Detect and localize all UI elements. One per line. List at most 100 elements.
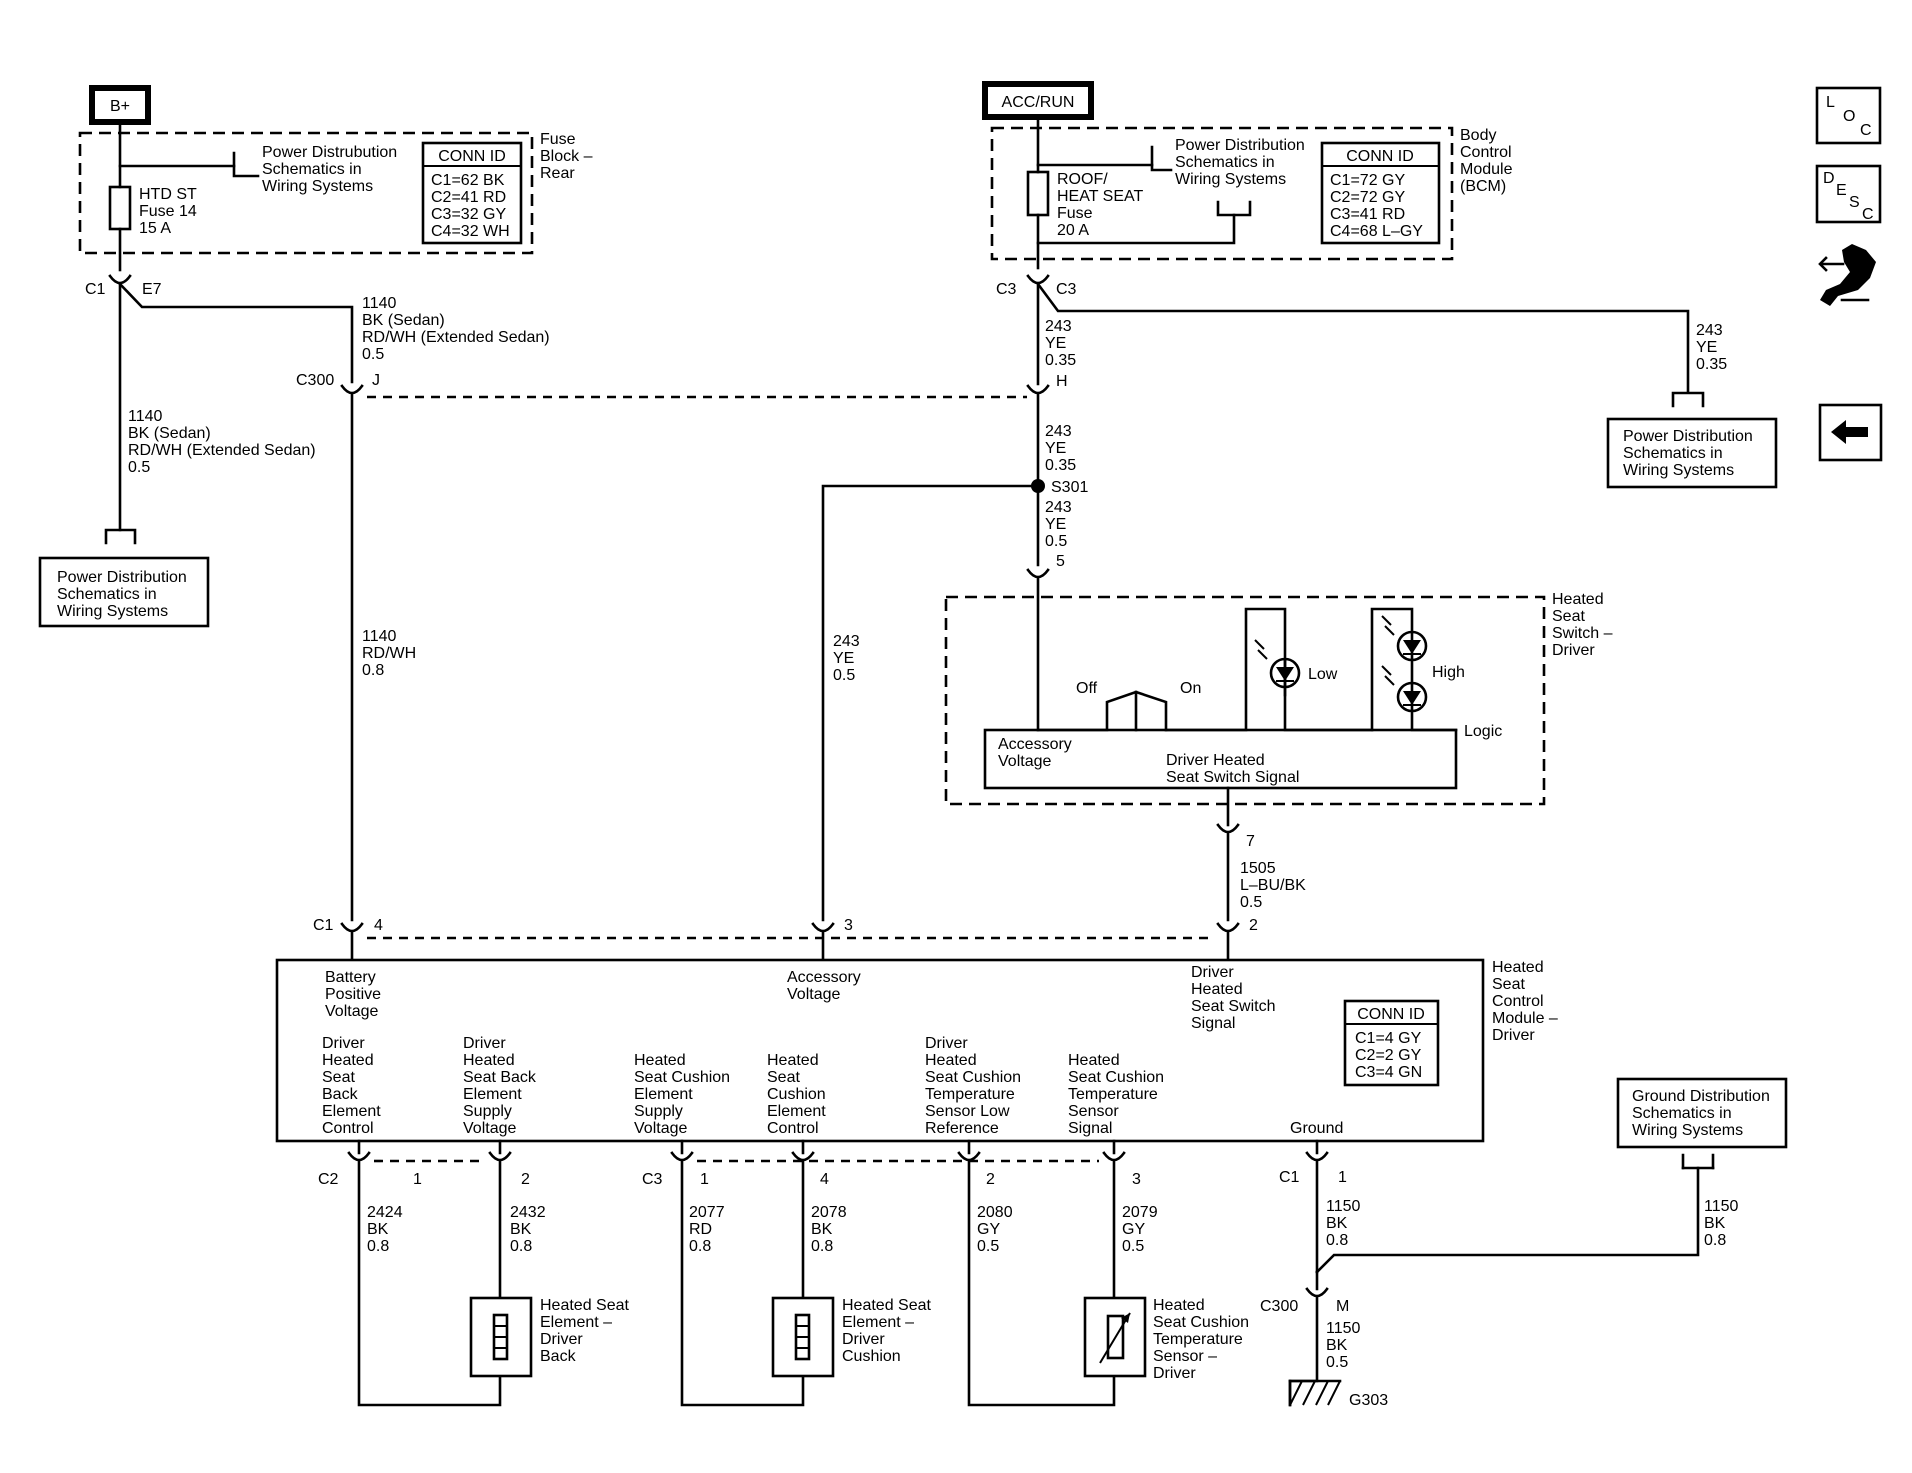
wire-243-b: 243 YE 0.35 xyxy=(1045,423,1076,474)
c3-pin-3-label: 3 xyxy=(1132,1171,1141,1188)
bcm-conn-id: CONN ID C1=72 GY C2=72 GY C3=41 RD C4=68… xyxy=(1320,141,1441,245)
power-distribution-ref-left[interactable]: Power Distribution Schematics in Wiring … xyxy=(38,556,210,628)
svg-text:Ground Distribution Sche: Ground Distribution Schematics in Wiring… xyxy=(1632,1088,1774,1139)
c3-label: C3 xyxy=(642,1171,663,1188)
j-label: J xyxy=(372,372,380,389)
svg-text:C1=62 BK C2=41 RD: C1=62 BK C2=41 RD C3=32 GY C4=32 WH xyxy=(431,172,511,240)
svg-text:CONN ID: CONN ID xyxy=(1357,1006,1425,1023)
high-indicator-icon-2 xyxy=(1396,681,1428,713)
c1-ground-pin-1-label: 1 xyxy=(1338,1169,1347,1186)
pin-2-top-label: 2 xyxy=(1249,917,1258,934)
module-back-supply: Driver Heated Seat Back Element Supply V… xyxy=(463,1035,540,1137)
b-plus-source: B+ xyxy=(89,85,151,125)
pin-4-label: 4 xyxy=(374,917,383,934)
c300-bottom-label: C300 xyxy=(1260,1298,1298,1315)
wire-243-right: 243 YE 0.35 xyxy=(1696,322,1727,373)
desc-icon[interactable]: D E S C xyxy=(1815,164,1882,224)
switch-logic-label: Logic xyxy=(1464,723,1502,740)
fuse-block-ref-text: Power Distrubution Schematics in Wiring … xyxy=(262,144,402,195)
wire-2080: 2080 GY 0.5 xyxy=(977,1204,1017,1255)
wire-1150-b: 1150 BK 0.8 xyxy=(1704,1198,1743,1249)
wire-1150-c: 1150 BK 0.5 xyxy=(1326,1320,1365,1371)
module-battery-voltage: Battery Positive Voltage xyxy=(325,969,385,1020)
switch-acc-voltage: Accessory Voltage xyxy=(998,736,1076,770)
c3-right-label: C3 xyxy=(1056,281,1077,298)
module-switch-signal: Driver Heated Seat Switch Signal xyxy=(1191,964,1280,1032)
ground-distribution-ref[interactable]: Ground Distribution Schematics in Wiring… xyxy=(1616,1077,1788,1149)
bcm-title: Body Control Module (BCM) xyxy=(1460,127,1517,195)
c3-pin-4-label: 4 xyxy=(820,1171,829,1188)
switch-high-label: High xyxy=(1432,664,1465,681)
module-accessory-voltage: Accessory Voltage xyxy=(787,969,865,1003)
seat-cushion-temperature-sensor: Heated Seat Cushion Temperature Sensor –… xyxy=(1083,1296,1254,1382)
loc-icon[interactable]: L O C xyxy=(1815,86,1882,145)
svg-text:O: O xyxy=(1843,108,1855,125)
heated-seat-element-back: Heated Seat Element – Driver Back xyxy=(469,1296,633,1378)
g303-label: G303 xyxy=(1349,1392,1388,1409)
e7-label: E7 xyxy=(142,281,162,298)
roof-heat-seat-fuse xyxy=(1026,170,1050,217)
wire-2432: 2432 BK 0.8 xyxy=(510,1204,550,1255)
svg-text:E: E xyxy=(1836,182,1847,199)
high-indicator-icon-1 xyxy=(1396,630,1428,662)
c1-label: C1 xyxy=(85,281,106,298)
back-arrow-icon[interactable] xyxy=(1818,403,1883,462)
module-temp-signal: Heated Seat Cushion Temperature Sensor S… xyxy=(1068,1052,1169,1137)
svg-text:Heated Seat Cushion: Heated Seat Cushion Temperature Sensor –… xyxy=(1153,1297,1254,1382)
wire-2077: 2077 RD 0.8 xyxy=(689,1204,729,1255)
c3-pin-2-label: 2 xyxy=(986,1171,995,1188)
pin-5-label: 5 xyxy=(1056,553,1065,570)
h-label: H xyxy=(1056,373,1068,390)
svg-text:Power Distribution Schem: Power Distribution Schematics in Wiring … xyxy=(1623,428,1757,479)
svg-text:C1=72 GY C2=72 GY: C1=72 GY C2=72 GY C3=41 RD C4=68 L–GY xyxy=(1330,172,1423,240)
fuse-block-conn-id: CONN ID C1=62 BK C2=41 RD C3=32 GY C4=32… xyxy=(421,141,523,245)
acc-run-source: ACC/RUN xyxy=(982,81,1094,120)
fuse-block-rear: Fuse Block – Rear HTD ST Fuse 14 15 A Po… xyxy=(78,131,597,255)
htd-st-fuse xyxy=(108,185,132,231)
switch-off-label: Off xyxy=(1076,680,1098,697)
svg-text:CONN ID: CONN ID xyxy=(438,148,506,165)
module-cushion-supply: Heated Seat Cushion Element Supply Volta… xyxy=(634,1052,735,1137)
svg-text:Heated Seat Element –: Heated Seat Element – Driver Back xyxy=(540,1297,633,1365)
fuse-block-title: Fuse Block – Rear xyxy=(540,131,597,182)
htd-st-fuse-label: HTD ST Fuse 14 15 A xyxy=(139,186,201,237)
switch-title: Heated Seat Switch – Driver xyxy=(1552,591,1617,659)
module-ground-label: Ground xyxy=(1290,1120,1343,1137)
c1-module-label: C1 xyxy=(313,917,334,934)
wire-1150-a: 1150 BK 0.8 xyxy=(1326,1198,1365,1249)
body-control-module: Body Control Module (BCM) ROOF/ HEAT SEA… xyxy=(990,126,1517,261)
module-title: Heated Seat Control Module – Driver xyxy=(1492,959,1562,1044)
svg-text:L: L xyxy=(1826,94,1835,111)
svg-text:C: C xyxy=(1860,122,1872,139)
power-distribution-ref-right[interactable]: Power Distribution Schematics in Wiring … xyxy=(1606,417,1778,489)
pin-3-label: 3 xyxy=(844,917,853,934)
switch-on-label: On xyxy=(1180,680,1201,697)
module-back-control: Driver Heated Seat Back Element Control xyxy=(322,1035,385,1137)
svg-text:Heated Seat Element –: Heated Seat Element – Driver Cushion xyxy=(842,1297,935,1365)
wire-2078: 2078 BK 0.8 xyxy=(811,1204,851,1255)
acc-run-label: ACC/RUN xyxy=(1002,94,1075,111)
wire-1140-left: 1140 BK (Sedan) RD/WH (Extended Sedan) 0… xyxy=(128,408,320,476)
wire-243-a: 243 YE 0.35 xyxy=(1045,318,1076,369)
svg-text:CONN ID: CONN ID xyxy=(1346,148,1414,165)
wire-2079: 2079 GY 0.5 xyxy=(1122,1204,1162,1255)
low-indicator-icon xyxy=(1269,657,1301,689)
svg-text:C: C xyxy=(1862,206,1874,223)
bcm-ref-text: Power Distribution Schematics in Wiring … xyxy=(1175,137,1309,188)
c2-label: C2 xyxy=(318,1171,339,1188)
m-label: M xyxy=(1336,1298,1349,1315)
switch-logic-box xyxy=(983,728,1458,790)
g303-ground-icon xyxy=(1288,1379,1342,1407)
svg-text:Power Distribution Schem: Power Distribution Schematics in Wiring … xyxy=(57,569,191,620)
troubleshooting-tools-icon[interactable] xyxy=(1818,244,1876,306)
heated-seat-control-module: Heated Seat Control Module – Driver Batt… xyxy=(275,958,1562,1143)
c2-pin-1-label: 1 xyxy=(413,1171,422,1188)
c3-pin-1-label: 1 xyxy=(700,1171,709,1188)
wire-1140-top: 1140 BK (Sedan) RD/WH (Extended Sedan) 0… xyxy=(362,295,554,363)
switch-signal-label: Driver Heated Seat Switch Signal xyxy=(1166,752,1299,786)
wire-1505: 1505 L–BU/BK 0.5 xyxy=(1240,860,1310,911)
c300-top-label: C300 xyxy=(296,372,334,389)
wire-2424: 2424 BK 0.8 xyxy=(367,1204,407,1255)
pin-7-label: 7 xyxy=(1246,833,1255,850)
